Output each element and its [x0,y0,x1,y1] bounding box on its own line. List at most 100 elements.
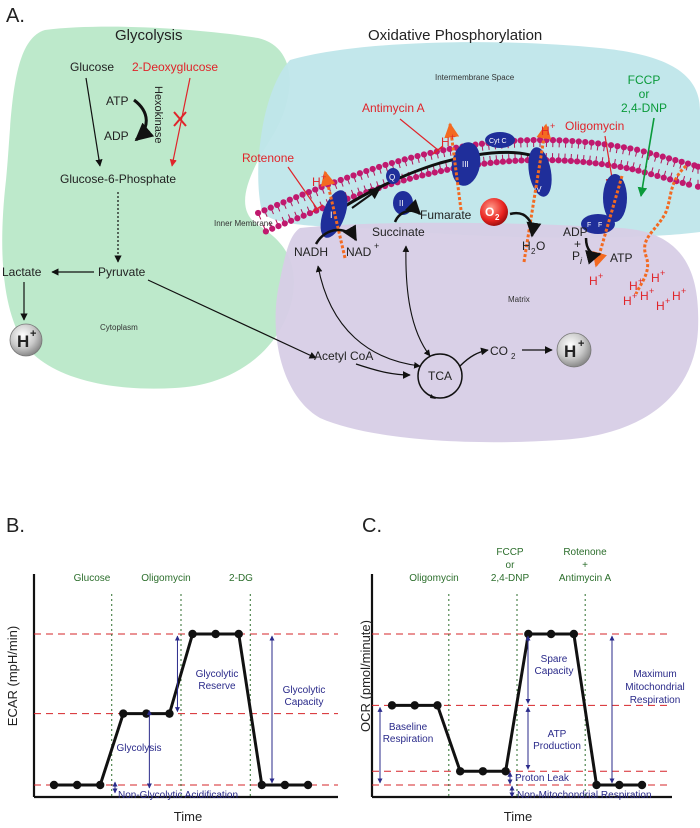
lipid-head [382,161,389,169]
data-point [478,767,488,776]
max-respiration-label-1: Maximum [633,669,676,680]
svg-text:H: H [623,294,632,308]
lipid-head [331,179,338,186]
atp-adp-arrow [133,98,155,142]
lipid-head [281,220,288,227]
lipid-head [665,155,673,162]
oligomycin-inhibit-line [604,135,613,179]
glycolysis-title: Glycolysis [115,27,183,44]
lipid-head [287,217,295,224]
lipid-head [344,174,351,181]
glycolytic-reserve-label-1: Glycolytic [196,669,239,680]
svg-text:H: H [541,124,550,138]
nadh-label: NADH [294,245,328,259]
dnp-label: 2,4-DNP [621,101,667,115]
atp-synthesis-arrow [584,237,602,265]
data-point [257,780,267,790]
non-mito-respiration-label: Non-Mitochondrial Respiration [517,790,652,801]
h2o-subscript: 2 [531,247,536,256]
lipid-head [280,199,287,206]
pi-subscript: i [580,256,583,266]
adp-label: ADP [104,129,129,143]
lipid-head [375,163,383,171]
svg-text:+: + [660,268,665,278]
lipid-head [293,194,300,201]
lipid-head [437,168,445,175]
svg-text:+: + [632,291,637,301]
lipid-head [530,136,537,144]
data-point [95,780,105,790]
hexokinase-label: Hexokinase [152,86,164,143]
svg-text:+: + [550,121,555,131]
data-line [392,632,642,787]
electron-q-arrow [351,187,381,209]
lipid-head [446,145,453,153]
cytoplasm-region [2,26,294,389]
lipid-head [356,170,364,177]
lipid-head [588,139,595,146]
succinate-label: Succinate [372,225,425,239]
lipid-head [300,212,307,219]
svg-text:H: H [564,342,576,361]
svg-text:+: + [598,271,603,281]
data-point [455,767,465,776]
tca-cycle-circle [417,353,463,399]
lipid-head [286,196,293,203]
data-point [637,780,647,790]
lipid-head [694,163,700,170]
lipid-head [395,158,402,165]
lipid-head [518,157,525,164]
lipid-head [685,181,693,188]
glycolytic-reserve-label-2: Reserve [198,681,236,692]
baseline-respiration-label-1: Baseline [389,722,428,733]
lipid-head [269,225,276,232]
atp-production-label-1: ATP [548,729,567,740]
lipid-head [425,170,432,178]
intermembrane-label: Intermembrane Space [435,73,515,82]
data-point [387,701,397,710]
succinate-oxidation-arrow [393,199,422,223]
ecar-injection-2dg: 2-DG [229,573,253,584]
lipid-head [653,151,660,159]
max-respiration-label-3: Respiration [630,695,681,706]
ocr-x-label: Time [504,809,532,824]
oxygen-ball: O 2 [480,198,508,226]
antimycin-inhibit-bar [432,145,444,155]
lipid-head [512,157,519,164]
lipid-head [659,153,666,160]
lipid-head [408,154,415,161]
lipid-head [262,228,269,235]
electron-transport-path [321,150,531,224]
svg-text:III: III [462,160,469,169]
plus-label: + [574,237,581,251]
lipid-head [414,152,421,160]
tca-succinate-connector [402,245,431,357]
lipid-head [582,138,589,146]
data-point [501,767,510,776]
h2o-h: H [522,239,531,253]
ecar-chart [32,574,338,799]
glycolytic-capacity-label-1: Glycolytic [283,685,326,696]
ocr-injection-antimycin: Antimycin A [559,573,612,584]
fumarate-label: Fumarate [420,208,472,222]
lipid-head [660,174,667,181]
atp-production-label-2: Production [533,741,581,752]
glucose-label: Glucose [70,60,114,74]
panel-a-letter: A. [6,5,25,27]
lipid-head [427,149,434,157]
lipid-head [666,176,674,183]
cytochrome-c: Cyt C [485,132,515,148]
spare-capacity-label-1: Spare [541,654,568,665]
lipid-head [517,137,524,144]
complex-iv-proton-arrow [522,123,552,263]
svg-text:O: O [485,205,494,219]
h-ion-glycolysis: H + [9,323,43,357]
data-point [615,780,624,790]
tca-cycle-arrowhead [430,394,436,399]
lipid-head [350,172,357,179]
ocr-injection-oligomycin: Oligomycin [409,573,458,584]
lipid-head [549,137,557,144]
svg-text:II: II [399,199,403,208]
svg-text:H: H [17,332,29,351]
adp-synthase-label: ADP [563,225,588,239]
